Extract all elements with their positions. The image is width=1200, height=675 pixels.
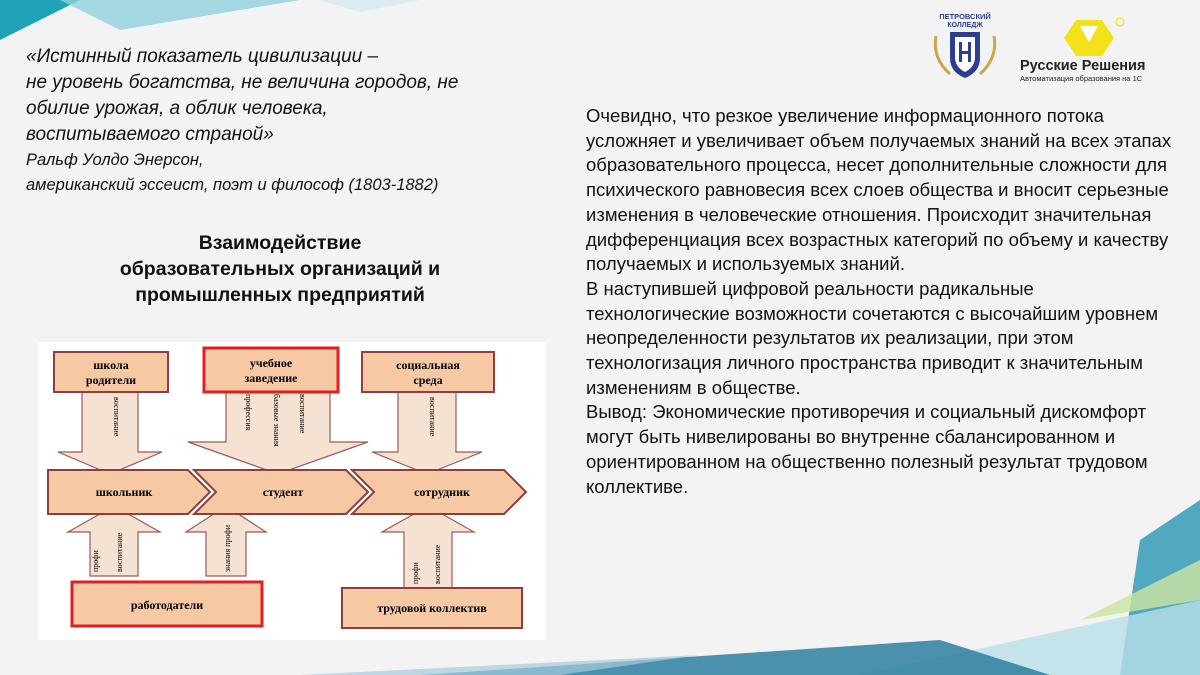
diagram-title-line: Взаимодействие [198, 232, 362, 254]
up-arrow-3 [379, 505, 477, 591]
box-label: социальная [396, 358, 460, 372]
box-label: работодатели [131, 598, 203, 612]
arrow-box-label: школьник [96, 485, 153, 499]
interaction-diagram: школа родители учебное заведение социаль… [38, 342, 546, 640]
paragraph-information-flow: Очевидно, что резкое увеличение информац… [586, 105, 1172, 275]
paragraph-digital-reality: В наступившей цифровой реальности радика… [586, 277, 1159, 398]
shield-letter-stroke [959, 51, 971, 54]
box-label: трудовой коллектив [377, 601, 487, 615]
quote-author: Ральф Уолдо Энерсон, [26, 151, 204, 169]
down-arrow-3 [371, 389, 483, 475]
arrow-label: профи [91, 550, 100, 572]
stripe-top-left-light [60, 0, 300, 30]
box-educational-institution [202, 346, 340, 394]
quote-line: воспитываемого страной» [26, 124, 274, 145]
arrow-label: воспитание [428, 397, 437, 437]
quote-line: «Истинный показатель цивилизации – [26, 46, 379, 67]
stripe-bottom-faint [300, 655, 700, 675]
arrow-label: профи [411, 562, 420, 584]
quote-author-description: американский эссеист, поэт и философ (18… [26, 176, 439, 194]
diagram-title-line: образовательных организаций и [119, 258, 441, 280]
box-label: учебное [250, 356, 293, 370]
box-label: родители [86, 373, 136, 387]
quote-line: не уровень богатства, не величина городо… [26, 72, 459, 93]
brand-name: Русские Решения [1020, 58, 1145, 74]
college-logo-top-text: ПЕТРОВСКИЙ [939, 12, 991, 21]
laurel-left-icon [933, 35, 952, 76]
box-labour-collective [341, 587, 523, 629]
quote-line: обилие урожая, а облик человека, [26, 98, 328, 119]
arrow-box-employee [349, 469, 528, 515]
petrovsky-college-logo: ПЕТРОВСКИЙ КОЛЛЕДЖ [933, 12, 997, 78]
down-arrow-1 [57, 389, 163, 475]
box-label: среда [413, 373, 442, 387]
up-arrow-2 [183, 505, 269, 577]
russkie-resheniya-logo: Русские Решения Автоматизация образовани… [1020, 17, 1145, 83]
registered-mark-icon [1115, 17, 1125, 27]
stripe-bottom-green [1080, 560, 1200, 620]
laurel-right-icon [978, 35, 997, 76]
box-employers [70, 580, 264, 628]
stripe-top-left [0, 0, 80, 40]
down-arrow-2 [187, 389, 369, 475]
diagram-title-line: промышленных предприятий [135, 284, 425, 306]
diagram-title: Взаимодействие образовательных организац… [60, 230, 500, 308]
up-arrow-1 [65, 505, 163, 577]
epigraph-quote: «Истинный показатель цивилизации – не ур… [26, 44, 566, 198]
arrow-box-pupil [47, 469, 212, 515]
arrow-box-label: сотрудник [414, 485, 470, 499]
brand-hexagon-cut-icon [1080, 26, 1098, 42]
arrow-label: воспитание [433, 544, 442, 584]
arrow-label: знания профи [223, 524, 232, 572]
box-social-environment [361, 351, 495, 393]
paragraph-conclusion: Вывод: Экономические противоречия и соци… [586, 401, 1148, 497]
box-label: школа [93, 358, 128, 372]
college-logo-bottom-text: КОЛЛЕДЖ [947, 22, 983, 29]
arrow-label: воспитание [298, 394, 307, 434]
main-text: Очевидно, что резкое увеличение информац… [586, 104, 1176, 499]
arrow-label: воспитание [112, 397, 121, 437]
arrow-label: профессия [244, 394, 253, 431]
stripe-top-left-faint [320, 0, 420, 12]
arrow-label: базовые знания [272, 394, 281, 447]
box-school-parents [53, 351, 169, 393]
arrow-box-student [191, 469, 370, 515]
brand-tagline: Автоматизация образования на 1С [1020, 74, 1143, 83]
arrow-label: воспитание [115, 532, 124, 572]
arrow-box-label: студент [263, 485, 304, 499]
box-label: заведение [244, 371, 298, 385]
